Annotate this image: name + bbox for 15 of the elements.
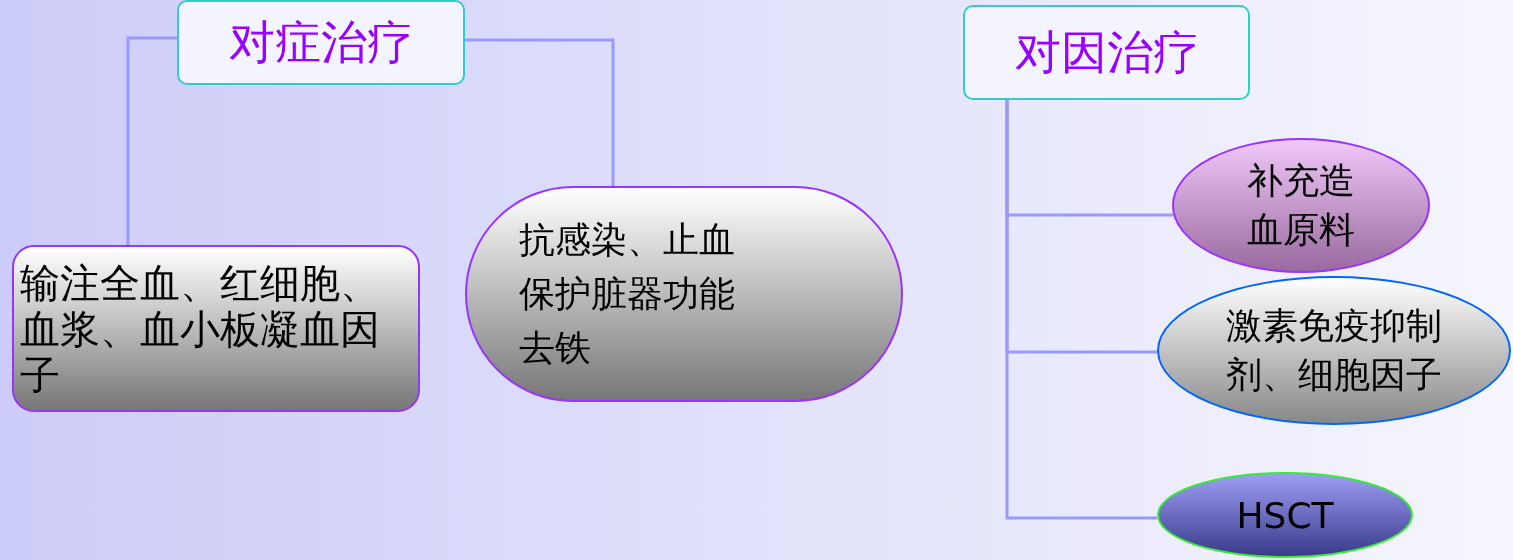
node-text: 抗感染、止血 bbox=[519, 218, 736, 262]
connector-line bbox=[465, 38, 615, 186]
node-text: 去铁 bbox=[519, 326, 592, 370]
node-text: 输注全血、红细胞、血浆、血小板凝血因子 bbox=[20, 259, 381, 398]
node-text: 激素免疫抑制剂、细胞因子 bbox=[1225, 303, 1443, 397]
title-box bbox=[963, 5, 1250, 100]
connector-line bbox=[1005, 100, 1158, 520]
connector-line bbox=[126, 36, 177, 245]
node-text: HSCT bbox=[1236, 494, 1334, 536]
node-text: 保护脏器功能 bbox=[519, 272, 736, 316]
process-box bbox=[12, 245, 420, 412]
node-text: 对因治疗 bbox=[1014, 23, 1199, 81]
title-box bbox=[177, 0, 465, 85]
node-text: 补充造血原料 bbox=[1246, 158, 1356, 252]
node-text: 对症治疗 bbox=[229, 13, 413, 71]
